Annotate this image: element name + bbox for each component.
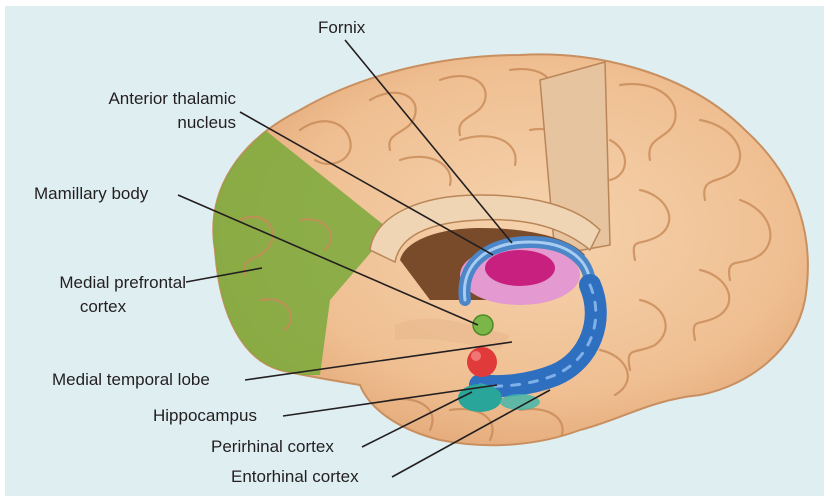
label-hippocampus: Hippocampus [153, 405, 257, 427]
red-medial-temporal-structure [467, 347, 497, 377]
label-anterior-thalamic-nucleus-line1: Anterior thalamic [60, 88, 236, 110]
label-medial-prefrontal-cortex-line2: cortex [20, 296, 186, 318]
anterior-thalamic-nucleus-shape [485, 250, 555, 286]
label-medial-temporal-lobe: Medial temporal lobe [52, 369, 210, 391]
label-medial-prefrontal-cortex-line1: Medial prefrontal [20, 272, 186, 294]
red-structure-highlight [471, 351, 481, 361]
entorhinal-cortex-shape [500, 394, 540, 410]
label-entorhinal-cortex: Entorhinal cortex [231, 466, 359, 488]
label-mamillary-body: Mamillary body [34, 183, 148, 205]
label-perirhinal-cortex: Perirhinal cortex [211, 436, 334, 458]
label-anterior-thalamic-nucleus-line2: nucleus [60, 112, 236, 134]
label-fornix: Fornix [318, 17, 365, 39]
